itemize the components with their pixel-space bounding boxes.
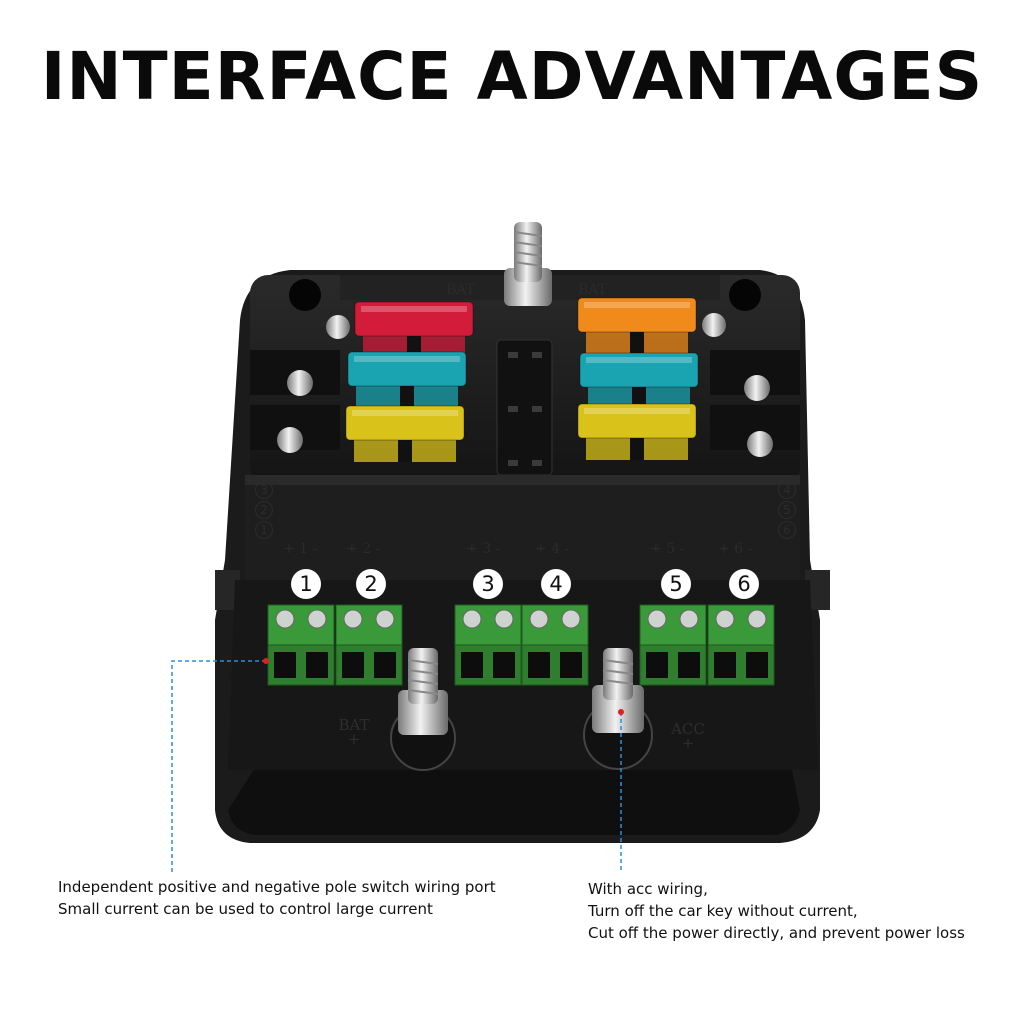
- circuit-number: 6: [729, 569, 759, 599]
- bat-stud: [390, 648, 456, 771]
- terminal-label: + 3 -: [466, 541, 501, 557]
- acc-stud: [583, 648, 653, 770]
- blade-fuses: [345, 297, 699, 462]
- callout-line: Turn off the car key without current,: [588, 902, 858, 920]
- terminal-block: [639, 604, 707, 686]
- terminal-block: [521, 604, 589, 686]
- callout-left: [171, 660, 266, 872]
- side-number: 4: [778, 481, 796, 499]
- bat-label-left: BAT: [446, 282, 475, 298]
- callout-text-right: With acc wiring, Turn off the car key wi…: [588, 878, 965, 944]
- terminal-label: + 5 -: [650, 541, 685, 557]
- callout-text-left: Independent positive and negative pole s…: [58, 876, 496, 920]
- callout-line: Independent positive and negative pole s…: [58, 878, 496, 896]
- side-number: 6: [778, 521, 796, 539]
- circuit-number: 3: [473, 569, 503, 599]
- terminal-label: + 2 -: [346, 541, 381, 557]
- terminal-block: [267, 604, 335, 686]
- fuse: [347, 351, 467, 408]
- circuit-number: 2: [356, 569, 386, 599]
- fuse: [579, 352, 699, 409]
- side-number: 3: [255, 481, 273, 499]
- fuse: [577, 403, 697, 460]
- circuit-number: 4: [541, 569, 571, 599]
- terminal-label: + 1 -: [283, 541, 318, 557]
- top-stud: [504, 222, 552, 306]
- terminal-label: + 6 -: [718, 541, 753, 557]
- fuse: [345, 405, 465, 462]
- terminal-label: + 4 -: [535, 541, 570, 557]
- terminal-housing: [245, 480, 800, 580]
- callout-line: Small current can be used to control lar…: [58, 900, 433, 918]
- bat-label-right: BAT: [578, 282, 607, 298]
- terminal-block: [454, 604, 522, 686]
- bat-post-label: BAT+: [338, 716, 370, 748]
- callout-line: Cut off the power directly, and prevent …: [588, 924, 965, 942]
- callout-right-dot: [618, 709, 624, 715]
- terminal-blocks: [267, 604, 775, 686]
- led-strip: [496, 339, 553, 476]
- fuse: [577, 297, 697, 354]
- terminal-block: [707, 604, 775, 686]
- terminal-block: [335, 604, 403, 686]
- fuse: [354, 301, 474, 358]
- acc-post-label: ACC+: [671, 720, 705, 752]
- callout-line: With acc wiring,: [588, 880, 708, 898]
- side-number: 1: [255, 521, 273, 539]
- side-screws: [277, 313, 773, 457]
- side-number: 5: [778, 501, 796, 519]
- side-number: 2: [255, 501, 273, 519]
- circuit-number: 5: [661, 569, 691, 599]
- page-title: INTERFACE ADVANTAGES: [40, 38, 984, 115]
- callout-left-dot: [263, 658, 269, 664]
- base-lip: [228, 760, 800, 835]
- circuit-number: 1: [291, 569, 321, 599]
